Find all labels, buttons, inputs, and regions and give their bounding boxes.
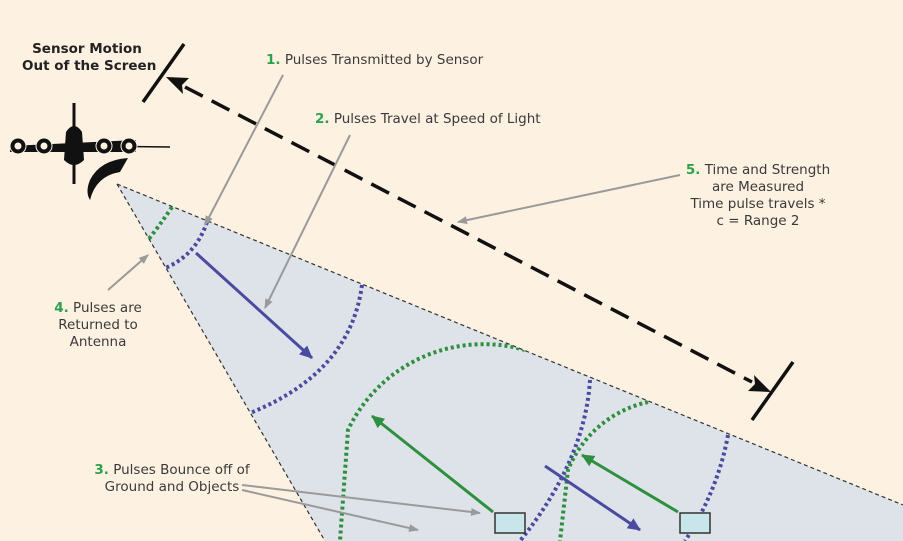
step3-line-2: Ground and Objects	[104, 479, 240, 495]
ground-target-2	[679, 512, 711, 534]
step3-label: 3. Pulses Bounce off of Ground and Objec…	[68, 462, 276, 496]
radar-beam	[117, 184, 903, 541]
range-arrowhead-start	[166, 77, 189, 94]
return-arrow-1	[371, 414, 494, 514]
pulse-front-2	[244, 284, 364, 417]
step1-label: 1. Pulses Transmitted by Sensor	[266, 52, 483, 69]
step4-line-1: 4. Pulses are	[42, 300, 154, 317]
step5-line-3: Time pulse travels *	[690, 196, 826, 212]
sensor-motion-label: Sensor Motion Out of the Screen	[22, 41, 157, 75]
aircraft-icon	[9, 103, 171, 184]
leader-step3b	[241, 489, 419, 532]
step4-label: 4. Pulses are Returned to Antenna	[42, 300, 154, 351]
antenna-icon	[87, 158, 128, 200]
leader-step2	[264, 134, 351, 309]
return-arrow-2	[581, 453, 679, 514]
step1-number: 1.	[266, 52, 281, 68]
sensor-motion-line-2: Out of the Screen	[22, 58, 157, 74]
leader-step3a	[241, 484, 481, 516]
return-pulse-antenna	[146, 205, 174, 242]
step5-text-1: Time and Strength	[704, 162, 831, 178]
step5-line-4: c = Range 2	[716, 213, 800, 229]
beam-edge-upper	[116, 183, 903, 506]
step3-number: 3.	[94, 462, 109, 478]
range-arrowhead-end	[748, 375, 771, 392]
step1-text: Pulses Transmitted by Sensor	[284, 52, 484, 68]
step2-label: 2. Pulses Travel at Speed of Light	[315, 111, 541, 128]
ground-target-1	[494, 512, 526, 534]
step5-label: 5. Time and Strength are Measured Time p…	[672, 162, 844, 230]
pulse-front-1	[159, 221, 209, 272]
pulse-front-3	[518, 379, 592, 541]
step5-number: 5.	[685, 162, 701, 178]
leader-step4	[107, 254, 149, 291]
beam-edge-lower	[116, 183, 326, 541]
step4-line-2: Returned to	[58, 317, 138, 333]
step4-number: 4.	[54, 300, 69, 316]
outgoing-arrow-2	[544, 464, 641, 532]
range-arrow	[184, 85, 753, 384]
range-bar-end	[750, 360, 795, 422]
outgoing-arrow-1	[194, 251, 314, 360]
return-wave-2	[558, 400, 649, 541]
step5-line-1: 5. Time and Strength	[672, 162, 844, 179]
return-wave-1	[338, 342, 526, 541]
step3-text-1: Pulses Bounce off of	[113, 462, 250, 478]
engine-icon	[9, 137, 138, 155]
step2-number: 2.	[315, 111, 330, 127]
step4-text-1: Pulses are	[73, 300, 142, 316]
sensor-motion-line-1: Sensor Motion	[32, 41, 142, 57]
step5-line-2: are Measured	[711, 179, 805, 195]
leader-step1	[204, 74, 284, 226]
step4-line-3: Antenna	[69, 334, 127, 350]
range-bar-start	[141, 42, 186, 104]
step3-line-1: 3. Pulses Bounce off of	[68, 462, 276, 479]
step2-text: Pulses Travel at Speed of Light	[333, 111, 541, 127]
leader-step5	[457, 174, 681, 225]
